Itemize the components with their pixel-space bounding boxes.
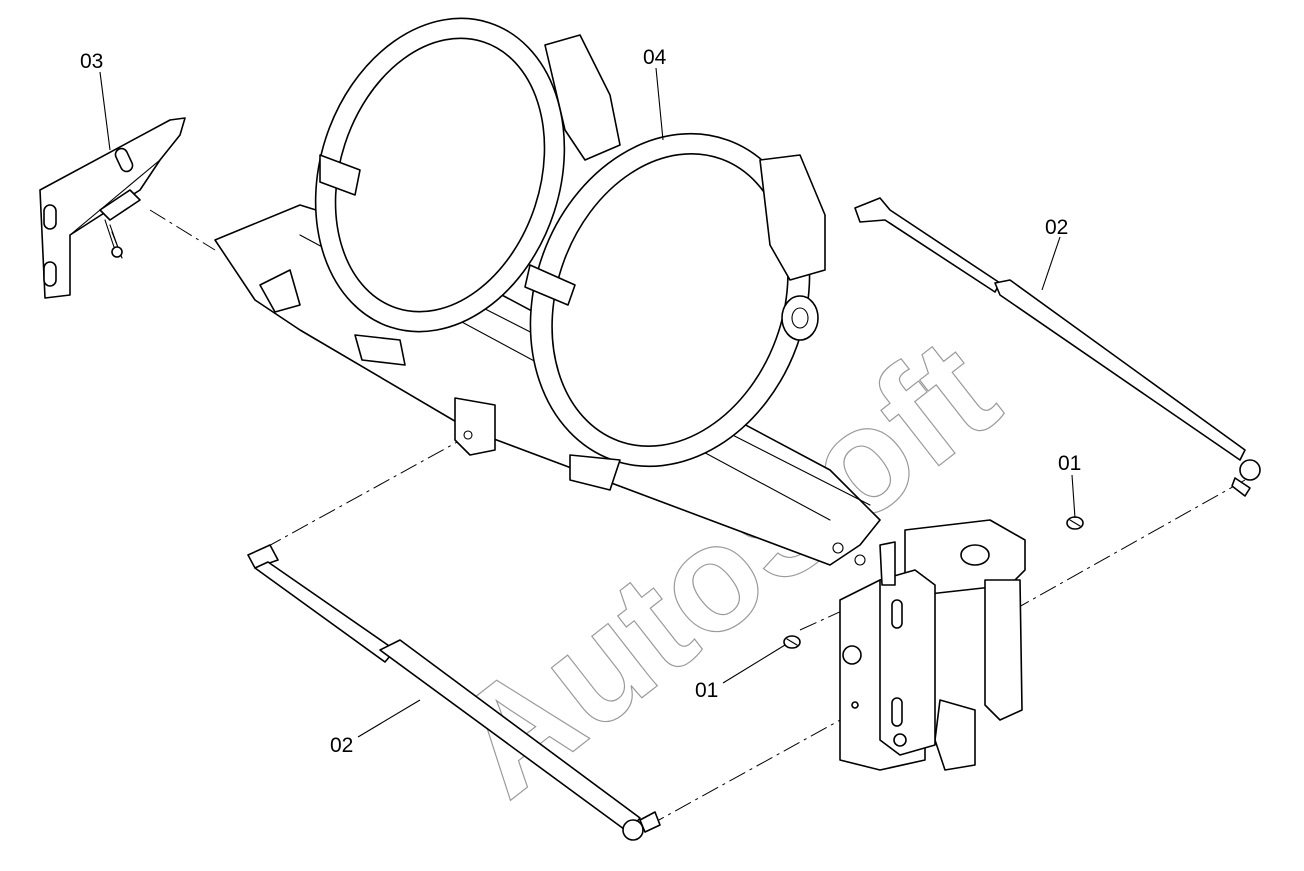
bracket-03 [39, 117, 186, 299]
gas-strut-left [247, 544, 661, 841]
callout-01-upper: 01 [1058, 452, 1081, 475]
clamp-ring-front [524, 132, 826, 491]
nut-01-lower [783, 635, 801, 649]
nut-01-upper [1066, 516, 1084, 530]
callout-02-left: 02 [330, 734, 353, 757]
clamp-ring-rear [314, 17, 621, 366]
hinge-assembly [839, 519, 1026, 771]
gas-strut-right [854, 197, 1261, 497]
callout-01-lower: 01 [695, 679, 718, 702]
callout-04: 04 [643, 46, 667, 69]
leader-lines [99, 67, 1076, 738]
callout-02-right: 02 [1045, 216, 1068, 239]
callout-03: 03 [80, 50, 103, 73]
